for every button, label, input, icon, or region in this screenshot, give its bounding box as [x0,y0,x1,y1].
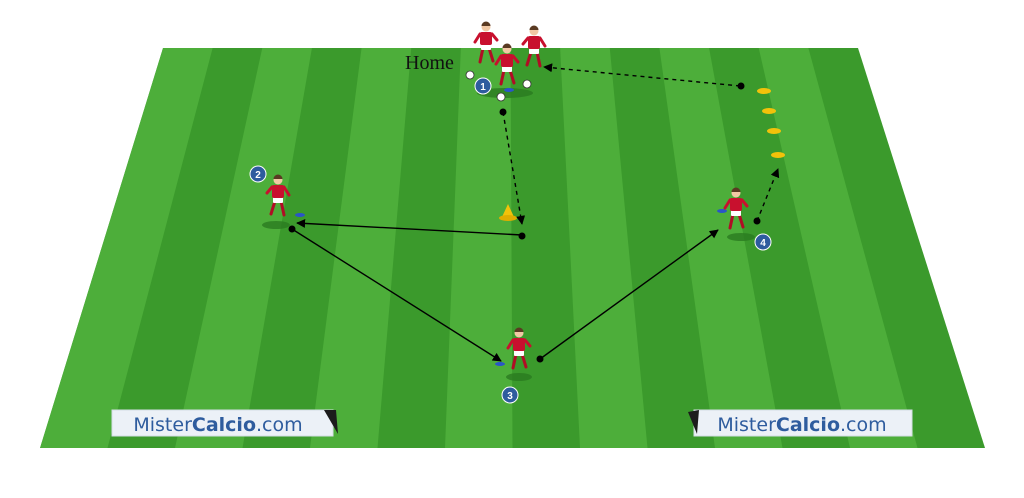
ball-1 [465,70,475,80]
pitch-stripe [445,48,513,448]
pitch-stripe [175,48,312,448]
run-4-to-cones [756,168,780,222]
banner-right: MisterCalcio.com [688,409,913,437]
cone-column [757,88,785,158]
ball-2 [522,79,532,89]
number-badge-1-label: 1 [480,82,486,93]
pitch [40,48,985,448]
number-badge-3: 3 [501,386,519,404]
pitch-stripe [758,48,918,448]
number-badge-2-label: 2 [255,170,261,181]
pitch-stripe [310,48,412,448]
number-badge-1: 1 [474,77,492,95]
run-to-home [543,63,741,87]
player-4 [723,187,749,230]
player-3 [506,327,532,370]
pitch-stripe [659,48,783,448]
banner-left: MisterCalcio.com [111,409,338,437]
number-badge-4: 4 [754,233,772,251]
player-shadows [262,88,755,381]
pass-2-to-3 [291,228,502,362]
pitch-stripe [40,48,213,448]
number-badge-3-label: 3 [507,391,513,402]
home-label: Home [405,52,454,74]
tall-cone [499,204,517,221]
player-home-3 [494,43,520,86]
movement-dots [288,82,761,363]
banner-left-text: MisterCalcio.com [133,414,302,436]
number-badge-2: 2 [249,165,267,183]
player-2 [265,174,291,217]
player-home-1 [473,21,499,64]
pass-3-to-4 [539,229,719,360]
number-badge-4-label: 4 [760,238,766,249]
dribble-1-to-cone [502,111,526,225]
pitch-stripe [560,48,648,448]
ball-3 [496,92,506,102]
players [265,21,749,370]
movement-lines [291,63,780,362]
banner-right-text: MisterCalcio.com [717,414,886,436]
pass-cone-to-2 [296,218,523,236]
player-home-2 [521,25,547,68]
blue-markers [295,88,727,366]
